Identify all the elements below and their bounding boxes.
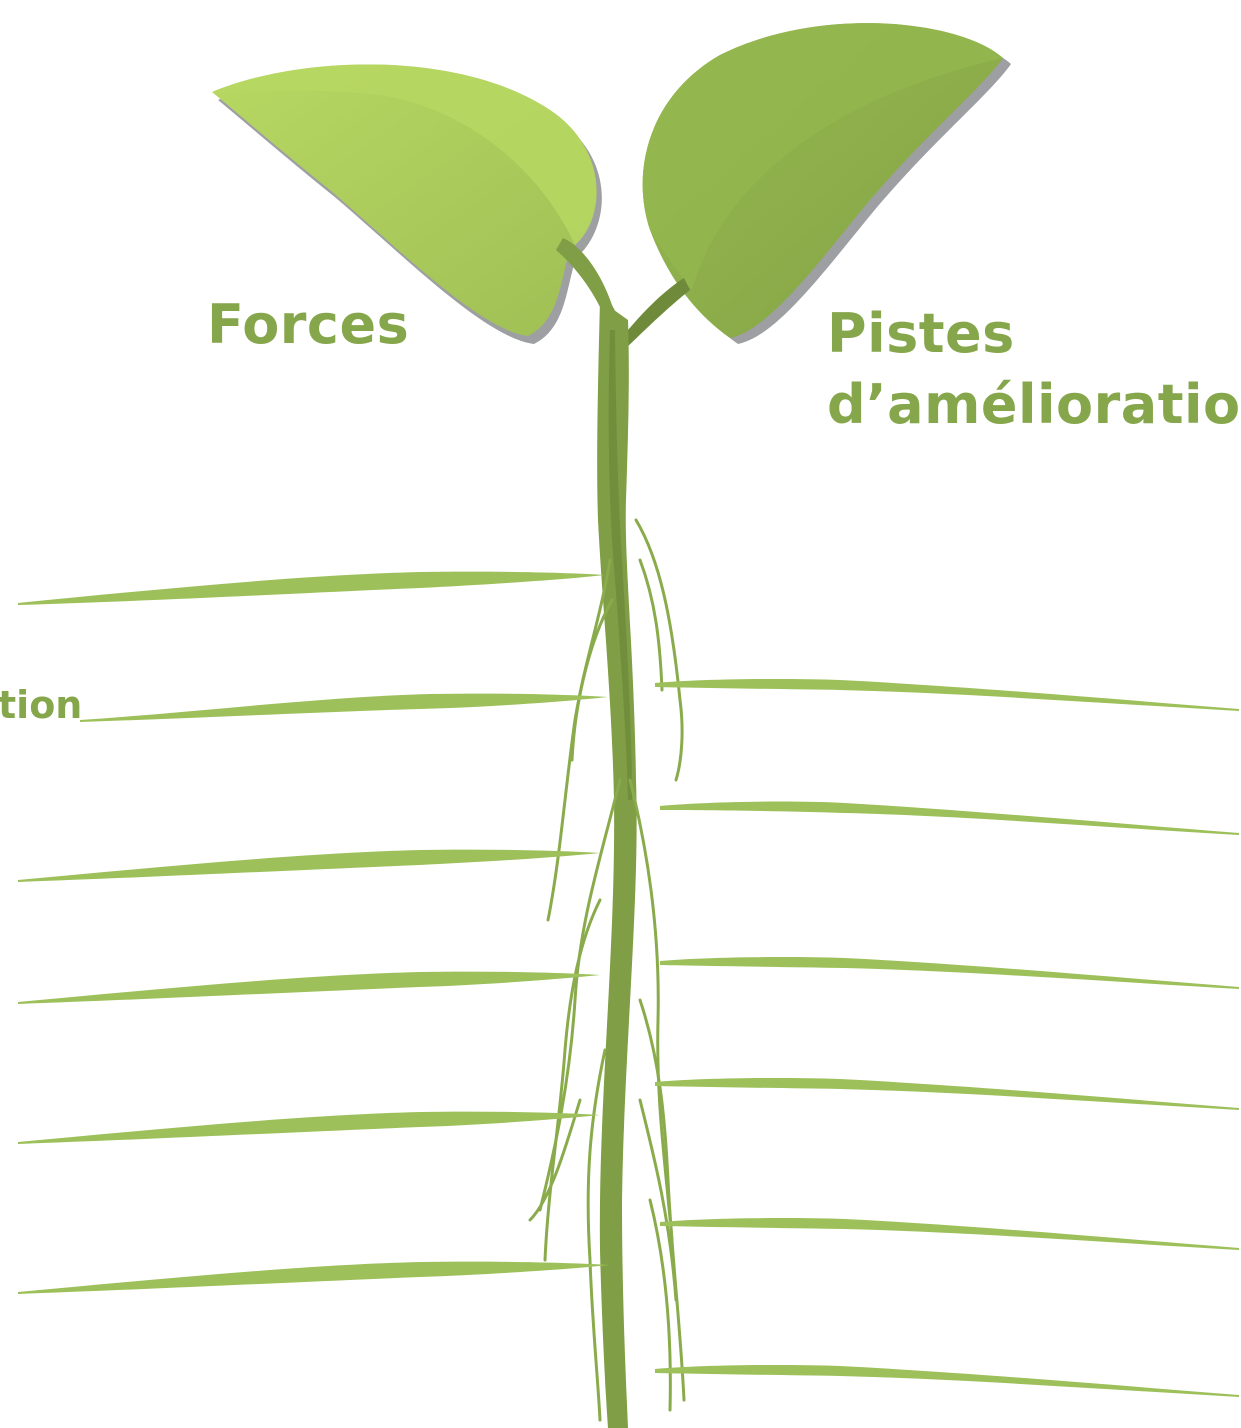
left-writing-line bbox=[18, 572, 605, 605]
right-writing-line bbox=[655, 1365, 1239, 1397]
right-heading: Pistes d’amélioration bbox=[827, 298, 1241, 441]
right-writing-lines bbox=[655, 679, 1239, 1397]
left-writing-line bbox=[18, 972, 600, 1004]
right-writing-line bbox=[660, 802, 1239, 835]
left-heading: Forces bbox=[207, 298, 409, 352]
right-heading-line1: Pistes bbox=[827, 298, 1241, 369]
left-writing-line bbox=[18, 850, 600, 882]
right-petiole bbox=[624, 278, 690, 350]
right-heading-line2: d’amélioration bbox=[827, 369, 1241, 440]
left-writing-line bbox=[80, 694, 608, 722]
left-fragment-label: tion bbox=[0, 686, 82, 724]
left-writing-line bbox=[18, 1112, 600, 1144]
right-writing-line bbox=[660, 957, 1239, 989]
right-writing-line bbox=[655, 1078, 1239, 1110]
right-writing-line bbox=[655, 679, 1239, 711]
left-writing-lines bbox=[18, 572, 610, 1294]
left-writing-line bbox=[18, 1262, 610, 1294]
right-writing-line bbox=[660, 1218, 1239, 1250]
